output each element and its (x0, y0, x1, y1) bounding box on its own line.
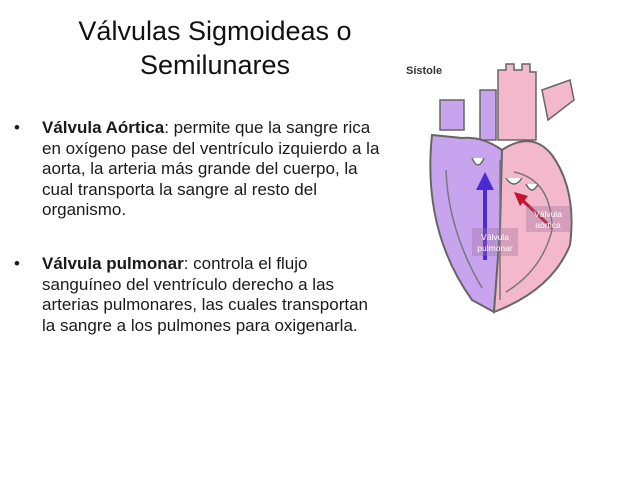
bullet-list: • Válvula Aórtica: permite que la sangre… (8, 118, 380, 336)
heart-illustration: Sístole (406, 63, 575, 314)
great-vessels (439, 63, 575, 141)
label-pulmonar-line2: pulmonar (477, 243, 513, 253)
title-line-2: Semilunares (139, 50, 291, 80)
label-aortica-line2: aórtica (535, 220, 561, 230)
bullet-term: Válvula pulmonar (42, 253, 184, 273)
bullet-dot: • (14, 253, 20, 273)
aortica-arrow (514, 192, 554, 230)
label-aortica-line1: Válvula (534, 209, 562, 219)
bullet-term: Válvula Aórtica (42, 118, 165, 137)
heart-chambers (445, 160, 553, 300)
diagram-caption: Sístole (406, 65, 442, 77)
label-valvula-pulmonar: Válvula pulmonar (472, 228, 518, 256)
label-pulmonar-line1: Válvula (481, 232, 509, 242)
heart-diagram: Sístole (402, 60, 602, 320)
pulmonar-arrow (476, 172, 494, 260)
title-line-1: Válvulas Sigmoideas o (78, 16, 352, 46)
bullet-dot: • (14, 118, 20, 137)
valves (471, 157, 539, 191)
bullet-text: : permite que la sangre rica en oxígeno … (42, 118, 380, 220)
bullet-aortica: • Válvula Aórtica: permite que la sangre… (8, 118, 380, 221)
label-valvula-aortica: Válvula aórtica (526, 206, 570, 232)
slide-title: Válvulas Sigmoideas o Semilunares (40, 14, 390, 82)
bullet-pulmonar: • Válvula pulmonar: controla el flujo sa… (8, 254, 380, 336)
bullet-text: : controla el flujo sanguíneo del ventrí… (42, 253, 368, 335)
